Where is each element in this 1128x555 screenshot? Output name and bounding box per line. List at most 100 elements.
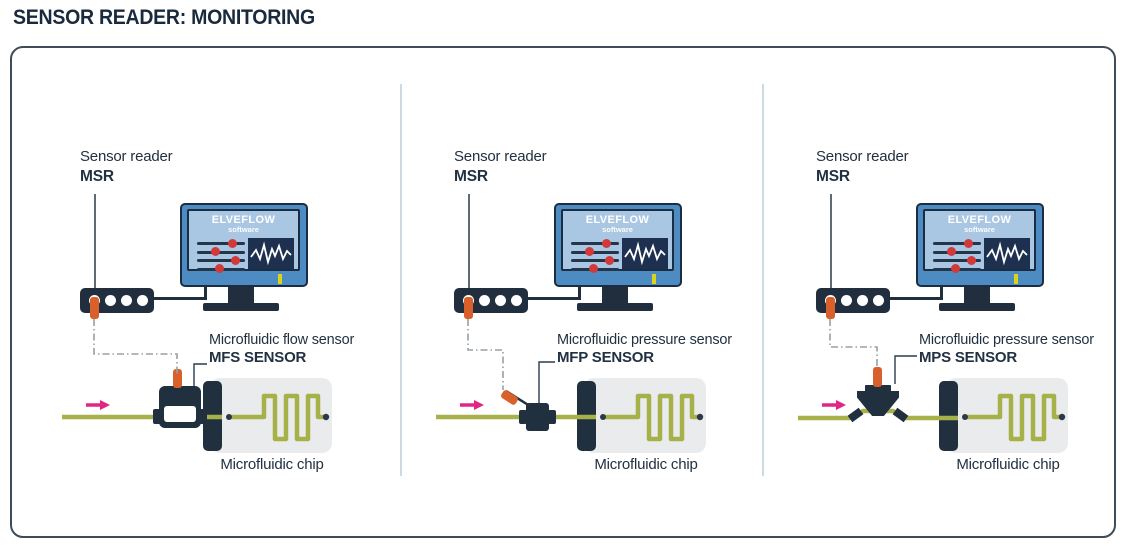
sensor-label: Microfluidic flow sensor bbox=[209, 332, 355, 348]
label-callout-line bbox=[538, 361, 555, 403]
microfluidic-chip bbox=[210, 378, 332, 453]
slider-controls bbox=[197, 238, 245, 276]
sensor-cable-plug-icon bbox=[499, 389, 520, 406]
slider-row bbox=[933, 255, 981, 265]
slider-dot-icon bbox=[966, 255, 976, 265]
sensor-fitting bbox=[153, 409, 161, 424]
waveform-icon bbox=[250, 241, 292, 266]
page-title: SENSOR READER: MONITORING bbox=[13, 6, 315, 29]
flow-arrow-head-icon bbox=[100, 400, 110, 410]
sensor-cable-line bbox=[829, 319, 878, 366]
slider-row bbox=[571, 247, 619, 256]
reader-port-icon bbox=[495, 295, 506, 306]
sensor-fitting bbox=[847, 407, 864, 423]
reader-cable-plug-icon bbox=[90, 297, 99, 319]
reader-port-icon bbox=[105, 295, 116, 306]
reader-monitor-cable bbox=[528, 297, 581, 300]
slider-row bbox=[197, 255, 245, 265]
flow-arrow-head-icon bbox=[836, 400, 846, 410]
software-subtitle: software bbox=[602, 225, 633, 234]
sensor-label: Microfluidic pressure sensor bbox=[557, 332, 732, 348]
mfp-pressure-sensor bbox=[526, 403, 549, 431]
slider-dot-icon bbox=[963, 238, 973, 248]
sensor-label-group: Microfluidic pressure sensor MPS SENSOR bbox=[919, 331, 1094, 368]
software-title: ELVEFLOW bbox=[211, 214, 276, 226]
sensor-reader-model: MSR bbox=[80, 167, 114, 185]
chip-label: Microfluidic chip bbox=[220, 456, 324, 473]
slider-row bbox=[197, 247, 245, 256]
power-led-icon bbox=[278, 274, 282, 284]
slider-row bbox=[933, 238, 981, 248]
sensor-reader-label: Sensor reader MSR bbox=[80, 148, 173, 186]
slider-dot-icon bbox=[601, 238, 611, 248]
chip-inlet-bar bbox=[939, 381, 958, 451]
computer-monitor: ELVEFLOW software bbox=[180, 203, 308, 287]
reader-monitor-cable bbox=[578, 285, 581, 299]
microfluidic-chip bbox=[946, 378, 1068, 453]
signal-graph bbox=[984, 238, 1030, 269]
slider-row bbox=[933, 247, 981, 256]
slider-dot-icon bbox=[230, 255, 240, 265]
sensor-label-group: Microfluidic pressure sensor MFP SENSOR bbox=[557, 331, 732, 368]
mfs-flow-sensor bbox=[159, 386, 201, 428]
reader-monitor-cable bbox=[204, 285, 207, 299]
diagram-board: Sensor reader MSR ELVEFLOW software bbox=[10, 46, 1116, 538]
sensor-label-group: Microfluidic flow sensor MFS SENSOR bbox=[209, 331, 354, 368]
chip-label: Microfluidic chip bbox=[956, 456, 1060, 473]
sensor-model: MFP SENSOR bbox=[557, 349, 654, 367]
reader-port-icon bbox=[841, 295, 852, 306]
mps-pressure-sensor bbox=[857, 391, 899, 416]
reader-port-icon bbox=[511, 295, 522, 306]
monitor-screen: ELVEFLOW software bbox=[923, 209, 1036, 273]
sensor-cap bbox=[865, 385, 891, 392]
flow-arrow-head-icon bbox=[474, 400, 484, 410]
label-callout-line bbox=[894, 355, 917, 384]
sensor-reader-title: Sensor reader bbox=[454, 148, 547, 165]
reader-port-icon bbox=[137, 295, 148, 306]
slider-dot-icon bbox=[589, 264, 599, 273]
reader-port-icon bbox=[479, 295, 490, 306]
panel-mfs-sensor: Sensor reader MSR ELVEFLOW software bbox=[12, 48, 400, 536]
software-subtitle: software bbox=[228, 225, 259, 234]
signal-graph bbox=[622, 238, 668, 269]
panel-divider bbox=[762, 84, 764, 476]
sensor-cable-line bbox=[467, 319, 504, 390]
reader-port-icon bbox=[857, 295, 868, 306]
slider-dot-icon bbox=[947, 247, 957, 256]
sensor-model: MFS SENSOR bbox=[209, 349, 307, 367]
slider-dot-icon bbox=[215, 264, 225, 273]
sensor-reader-model: MSR bbox=[454, 167, 488, 185]
slider-row bbox=[571, 238, 619, 248]
waveform-icon bbox=[624, 241, 666, 266]
software-title: ELVEFLOW bbox=[585, 214, 650, 226]
sensor-fitting bbox=[548, 410, 556, 424]
sensor-cable-plug-icon bbox=[173, 369, 182, 388]
chip-inlet-bar bbox=[577, 381, 596, 451]
monitor-stand-neck bbox=[602, 287, 628, 304]
monitor-screen: ELVEFLOW software bbox=[561, 209, 674, 273]
sensor-fitting bbox=[892, 407, 909, 423]
computer-monitor: ELVEFLOW software bbox=[916, 203, 1044, 287]
slider-row bbox=[197, 264, 245, 273]
power-led-icon bbox=[652, 274, 656, 284]
waveform-icon bbox=[986, 241, 1028, 266]
sensor-reader-model: MSR bbox=[816, 167, 850, 185]
monitor-stand-neck bbox=[228, 287, 254, 304]
sensor-reader-label: Sensor reader MSR bbox=[816, 148, 909, 186]
slider-row bbox=[197, 238, 245, 248]
slider-controls bbox=[933, 238, 981, 276]
slider-row bbox=[571, 255, 619, 265]
sensor-fitting bbox=[199, 409, 207, 424]
sensor-model: MPS SENSOR bbox=[919, 349, 1018, 367]
slider-dot-icon bbox=[585, 247, 595, 256]
monitor-stand-base bbox=[939, 303, 1015, 311]
signal-graph bbox=[248, 238, 294, 269]
slider-row bbox=[933, 264, 981, 273]
sensor-label: Microfluidic pressure sensor bbox=[919, 332, 1094, 348]
panel-mps-sensor: Sensor reader MSR ELVEFLOW software bbox=[762, 48, 1114, 536]
label-pointer-line bbox=[468, 194, 470, 288]
reader-monitor-cable bbox=[890, 297, 943, 300]
sensor-fitting bbox=[519, 410, 527, 424]
computer-monitor: ELVEFLOW software bbox=[554, 203, 682, 287]
monitor-stand-base bbox=[577, 303, 653, 311]
